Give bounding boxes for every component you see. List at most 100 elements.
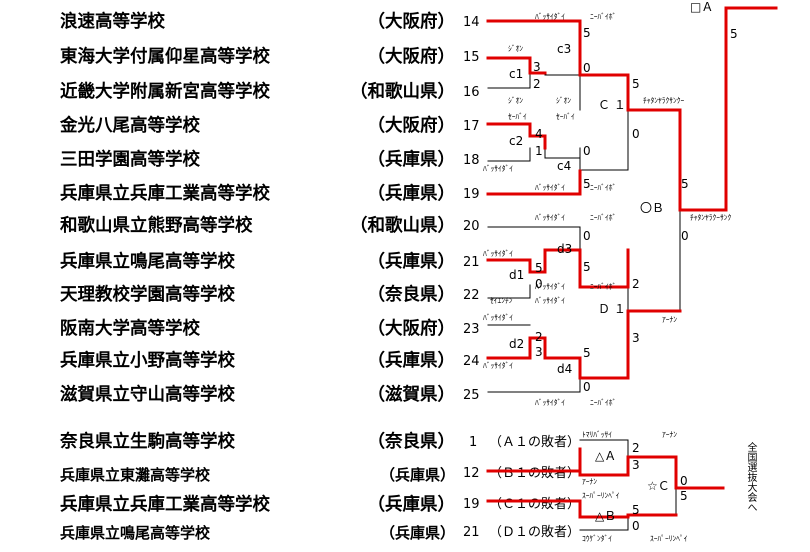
decision-text: ﾊﾞｯｻｲﾀﾞｲ	[483, 249, 513, 258]
school-pref: （兵庫県）	[367, 351, 456, 371]
school-row: 兵庫県立鳴尾高等学校（兵庫県）	[60, 522, 455, 544]
seed-number: 22	[463, 288, 480, 303]
match-label: △Ｂ	[595, 509, 617, 523]
winner-line	[486, 122, 547, 150]
school-name: 兵庫県立東灘高等学校	[60, 466, 211, 484]
score: 2	[535, 330, 543, 344]
school-name: 三田学園高等学校	[60, 150, 200, 170]
school-pref: （大阪府）	[367, 116, 456, 136]
decision-text: ｼﾞｵﾝ	[508, 44, 523, 53]
score: 3	[533, 60, 541, 74]
school-pref: （和歌山県）	[350, 216, 455, 236]
school-pref: （和歌山県）	[350, 82, 455, 102]
school-pref: （大阪府）	[367, 12, 456, 32]
score: 0	[583, 144, 591, 158]
decision-text: ﾊﾞｯｻｲﾀﾞｲ	[483, 361, 513, 370]
seed-number: 25	[463, 388, 480, 403]
school-pref: （滋賀県）	[367, 385, 456, 405]
school-row: 滋賀県立守山高等学校（滋賀県）	[60, 384, 455, 406]
school-name: 近畿大学附属新宮高等学校	[60, 82, 270, 102]
score: 1	[535, 144, 543, 158]
winner-line	[486, 169, 582, 196]
seed-number: 20	[463, 219, 480, 234]
decision-text: ﾆｰﾊﾞｲﾎﾞ	[590, 12, 617, 21]
school-name: 天理教校学園高等学校	[60, 285, 235, 305]
score: 0	[535, 277, 543, 291]
score: 5	[583, 346, 591, 360]
match-label: Ｄ １	[598, 302, 626, 316]
seed-number: 17	[463, 119, 480, 134]
winner-line	[486, 499, 678, 519]
decision-text: ﾊﾞｯｻｲﾀﾞｲ	[535, 282, 565, 291]
decision-text: ﾆｰﾊﾞｲﾎﾞ	[590, 282, 617, 291]
score: 4	[535, 127, 543, 141]
score: 2	[632, 441, 640, 455]
score: 5	[632, 503, 640, 517]
decision-text: ｺｳｹﾞﾝﾀﾞｲ	[582, 534, 612, 543]
match-label: c4	[557, 159, 572, 173]
school-row: 兵庫県立東灘高等学校（兵庫県）	[60, 464, 455, 486]
decision-text: ｼﾞｵﾝ	[556, 96, 571, 105]
winner-line	[678, 6, 778, 212]
match-label: 〇Ｂ	[640, 201, 665, 215]
seed-number: 1	[469, 435, 478, 450]
decision-text: ﾆｰﾊﾞｲﾎﾞ	[590, 213, 617, 222]
school-name: 兵庫県立兵庫工業高等学校	[60, 495, 270, 515]
score: 5	[632, 77, 640, 91]
score: 0	[681, 229, 689, 243]
decision-text: ﾁｬﾀﾝﾔﾗｸｻﾝｸｰ	[643, 96, 685, 105]
winner-line	[486, 56, 547, 75]
winner-line	[578, 309, 630, 380]
bracket-line	[579, 516, 629, 531]
seed-number: 14	[463, 15, 480, 30]
score: 0	[583, 229, 591, 243]
school-row: 兵庫県立鳴尾高等学校（兵庫県）	[60, 251, 455, 273]
school-row: 金光八尾高等学校（大阪府）	[60, 115, 455, 137]
school-pref: （奈良県）	[367, 285, 456, 305]
score: 3	[632, 331, 640, 345]
school-pref: （兵庫県）	[367, 184, 456, 204]
decision-text: ﾁｬﾀﾝﾔﾗｸｰｻﾝｸ	[690, 213, 732, 222]
school-pref: （大阪府）	[367, 319, 456, 339]
score: 0	[680, 474, 688, 488]
winner-line	[486, 447, 582, 473]
school-row: 浪速高等学校 （大阪府）	[60, 11, 455, 33]
decision-text: ｼﾞｵﾝ	[508, 96, 523, 105]
score: 3	[535, 345, 543, 359]
seed-number: 19	[463, 187, 480, 202]
seed-number: 21	[463, 525, 480, 540]
bracket-line	[487, 377, 581, 393]
bracket-line	[544, 73, 581, 76]
decision-text: ｱｰﾅﾝ	[662, 430, 677, 439]
decision-text: ﾊﾞｯｻｲﾀﾞｲ	[535, 183, 565, 192]
match-label: d4	[557, 362, 573, 376]
school-name: 奈良県立生駒高等学校	[60, 432, 235, 452]
score: 2	[632, 277, 640, 291]
school-name: 浪速高等学校	[60, 12, 165, 32]
school-pref: （奈良県）	[367, 432, 456, 452]
school-name: 阪南大学高等学校	[60, 319, 200, 339]
final-destination-label: 全国選抜大会へ	[745, 442, 756, 512]
seed-number: 23	[463, 322, 480, 337]
school-row: 阪南大学高等学校 （大阪府）	[60, 318, 455, 340]
score: 0	[632, 127, 640, 141]
school-row: 兵庫県立兵庫工業高等学校（兵庫県）	[60, 183, 455, 205]
decision-text: ｾｲｴﾝﾁﾝ	[490, 296, 513, 305]
school-pref: （兵庫県）	[367, 150, 456, 170]
winner-line	[578, 447, 678, 477]
school-name: 兵庫県立小野高等学校	[60, 351, 235, 371]
school-row: 三田学園高等学校 （兵庫県）	[60, 149, 455, 171]
decision-text: ﾄﾏﾘﾊﾞｯｻｲ	[582, 430, 612, 439]
match-label: c2	[509, 134, 524, 148]
seed-number: 21	[463, 255, 480, 270]
school-row: 奈良県立生駒高等学校 （奈良県）	[60, 431, 455, 453]
school-pref: （大阪府）	[367, 47, 456, 67]
school-pref: （兵庫県）	[379, 524, 455, 542]
score: 5	[730, 27, 738, 41]
score: 2	[533, 77, 541, 91]
bracket-line	[579, 109, 629, 171]
loser-note: （Ｄ１の敗者）	[489, 525, 581, 540]
match-label: d2	[509, 337, 525, 351]
decision-text: ﾆｰﾊﾞｲﾎﾞ	[590, 183, 617, 192]
